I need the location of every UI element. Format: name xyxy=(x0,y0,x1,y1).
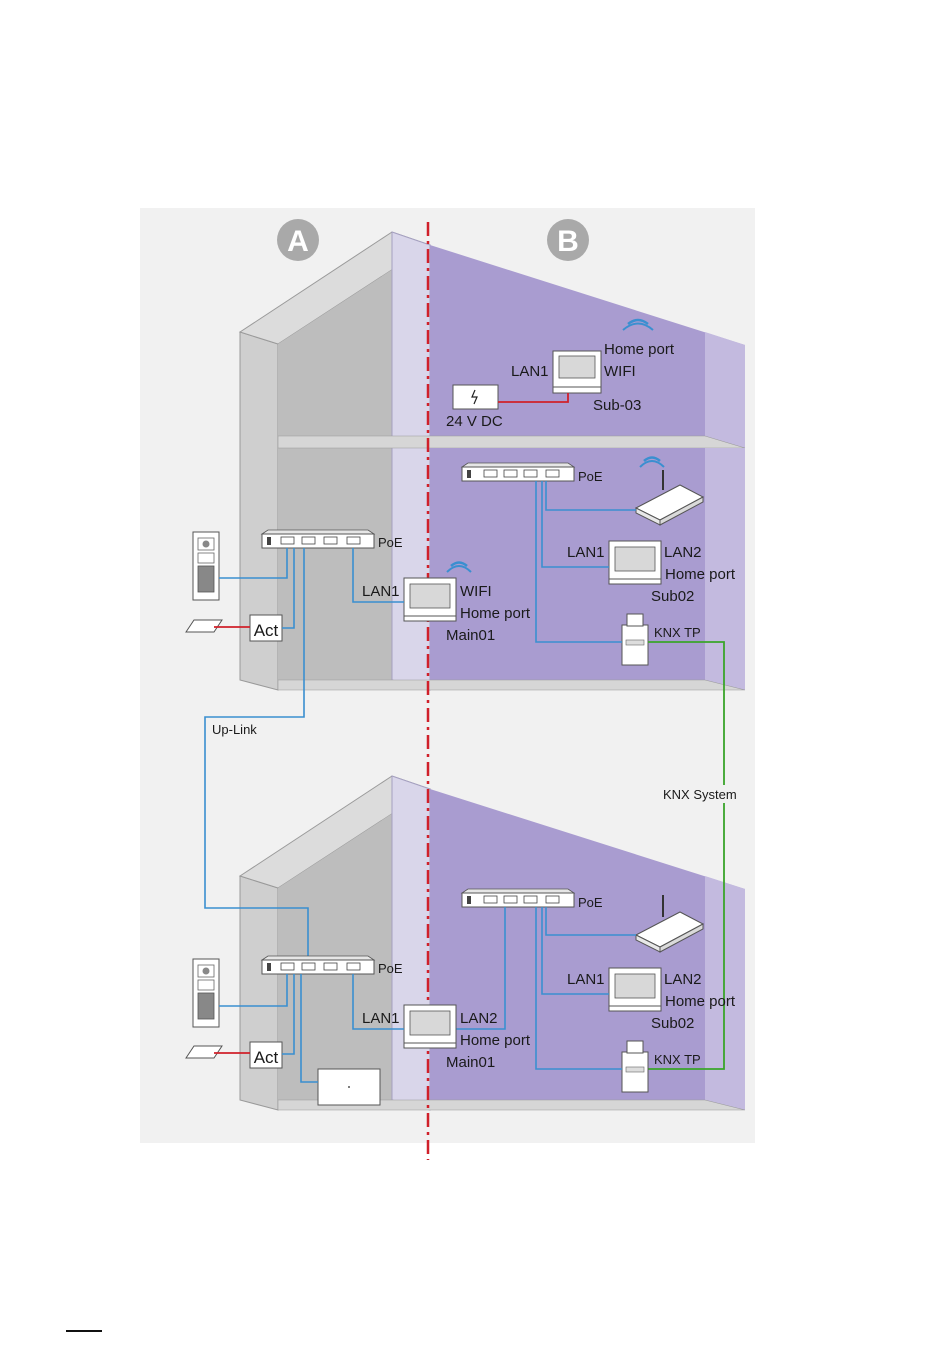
top-switch-b xyxy=(462,463,574,481)
bottom-sub02-monitor xyxy=(609,968,661,1011)
bottom-switch-a-label: PoE xyxy=(378,961,403,976)
bottom-door-station xyxy=(193,959,219,1027)
top-act-module: Act xyxy=(250,615,282,641)
top-sub03-port-label: Home port xyxy=(604,341,675,358)
top-main01-wifi-label: WIFI xyxy=(460,583,492,600)
bottom-switch-b-label: PoE xyxy=(578,895,603,910)
uplink-label: Up-Link xyxy=(212,722,257,737)
svg-text:B: B xyxy=(557,225,579,258)
top-sub02-name: Sub02 xyxy=(651,588,694,605)
top-main01-port-label: Home port xyxy=(460,605,531,622)
top-switch-a-label: PoE xyxy=(378,535,403,550)
top-sub02-lan1-label: LAN1 xyxy=(567,544,605,561)
bottom-sub02-port-label: Home port xyxy=(665,993,736,1010)
svg-text:A: A xyxy=(287,225,309,258)
top-sub03-wifi-label: WIFI xyxy=(604,363,636,380)
top-main01-monitor xyxy=(404,578,456,621)
bottom-server-box xyxy=(318,1069,380,1105)
bottom-sub02-lan1-label: LAN1 xyxy=(567,971,605,988)
bottom-sub02-lan2-label: LAN2 xyxy=(664,971,702,988)
bottom-main01-name: Main01 xyxy=(446,1054,495,1071)
bottom-main01-lan2-label: LAN2 xyxy=(460,1010,498,1027)
top-sub03-name: Sub-03 xyxy=(593,397,641,414)
bottom-main01-lan1-label: LAN1 xyxy=(362,1010,400,1027)
bottom-knx-label: KNX TP xyxy=(654,1052,701,1067)
top-power-label: 24 V DC xyxy=(446,413,503,430)
top-main01-name: Main01 xyxy=(446,627,495,644)
top-knx-label: KNX TP xyxy=(654,625,701,640)
bottom-switch-b xyxy=(462,889,574,907)
bottom-act-module: Act xyxy=(250,1042,282,1068)
top-door-station xyxy=(193,532,219,600)
section-a-badge: A xyxy=(277,219,319,261)
top-sub02-port-label: Home port xyxy=(665,566,736,583)
top-sub02-monitor xyxy=(609,541,661,584)
bottom-switch-a xyxy=(262,956,374,974)
top-power-supply xyxy=(453,385,498,409)
top-switch-b-label: PoE xyxy=(578,469,603,484)
bottom-main01-port-label: Home port xyxy=(460,1032,531,1049)
top-sub02-lan2-label: LAN2 xyxy=(664,544,702,561)
bottom-sub02-name: Sub02 xyxy=(651,1015,694,1032)
svg-text:Act: Act xyxy=(254,1048,279,1067)
top-sub03-lan-label: LAN1 xyxy=(511,363,549,380)
svg-text:Act: Act xyxy=(254,621,279,640)
footer-rule xyxy=(66,1330,102,1332)
knx-system-label: KNX System xyxy=(663,787,737,802)
top-switch-a xyxy=(262,530,374,548)
bottom-main01-monitor xyxy=(404,1005,456,1048)
top-main01-lan-label: LAN1 xyxy=(362,583,400,600)
section-b-badge: B xyxy=(547,219,589,261)
top-sub03-monitor xyxy=(553,351,601,393)
